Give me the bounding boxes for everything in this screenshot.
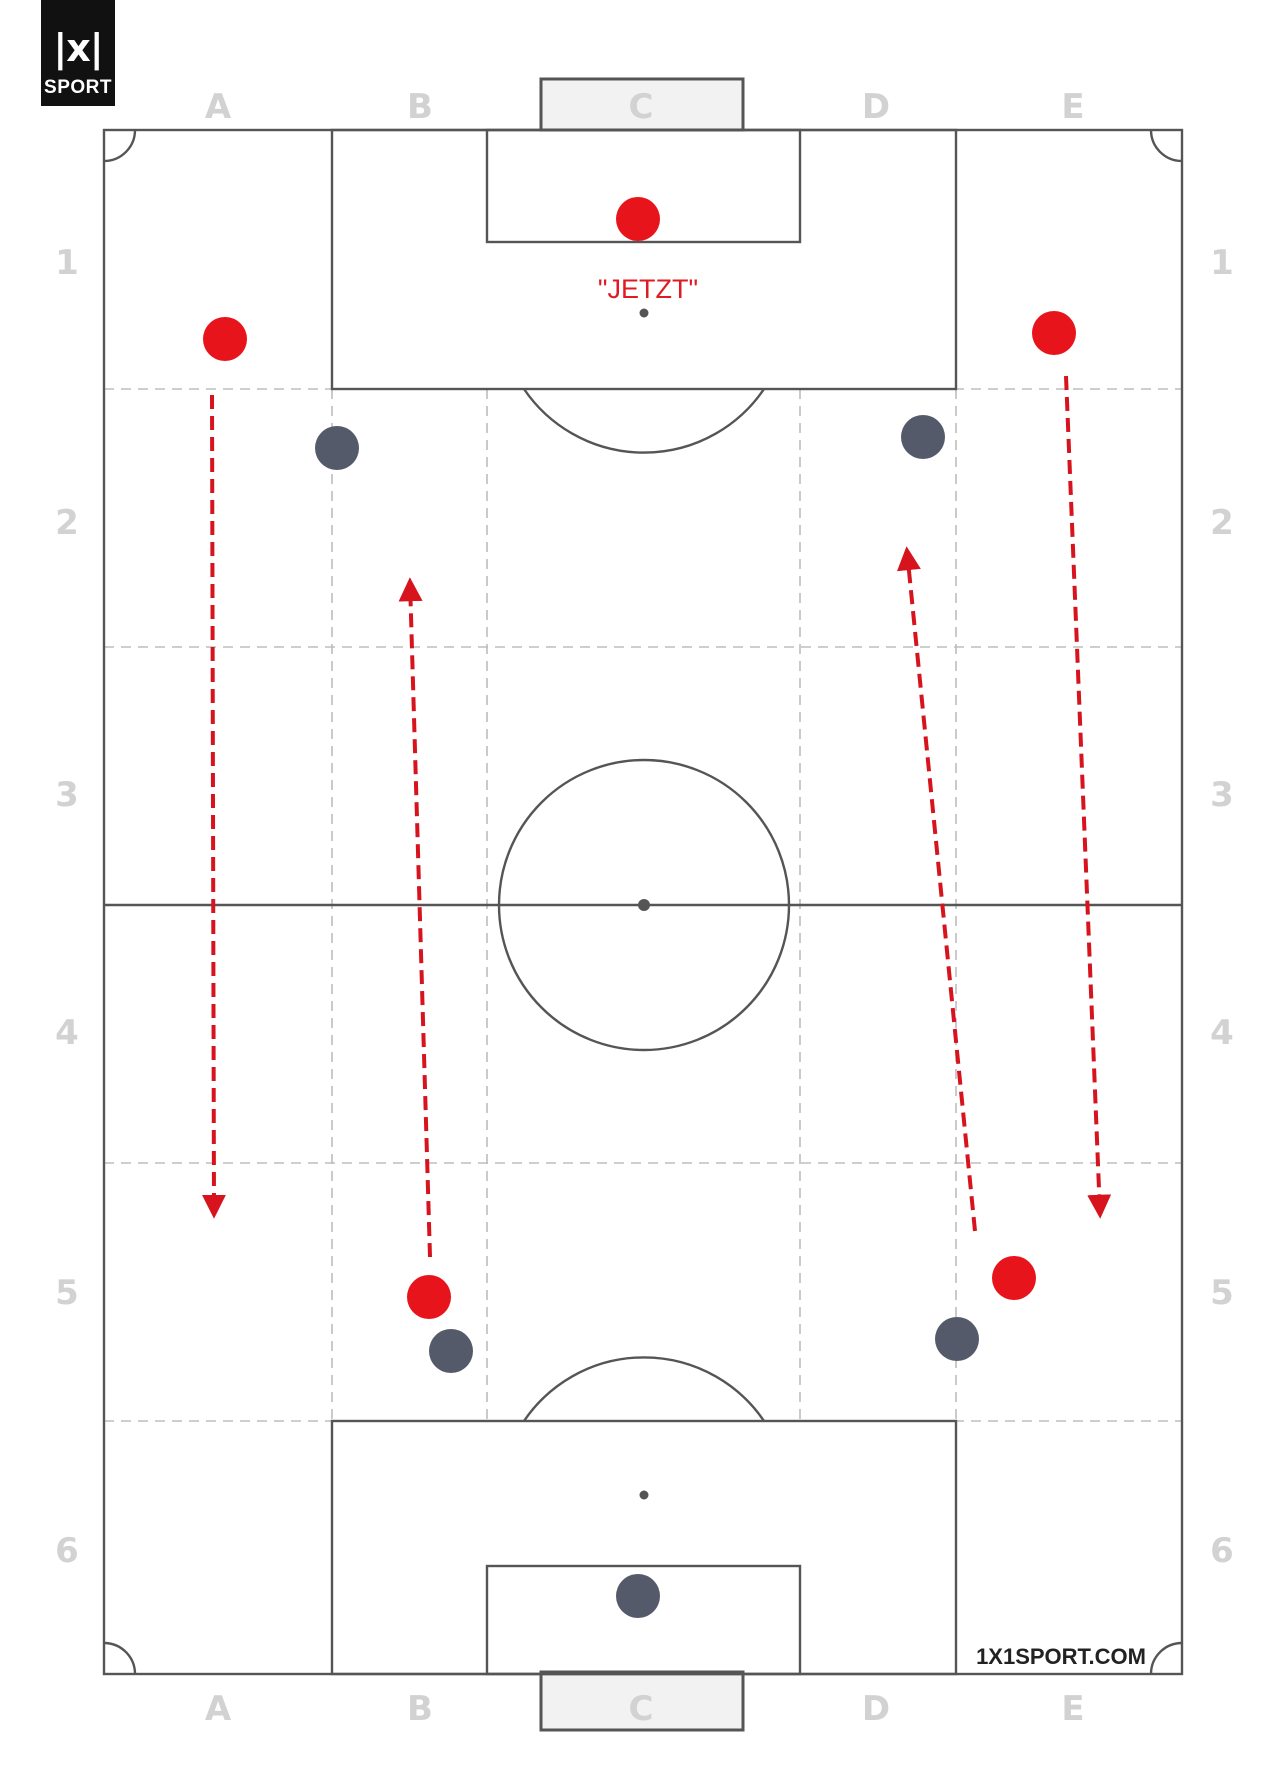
run-arrow-right-wing	[1064, 375, 1112, 1219]
grey-player-goalkeeper	[616, 1574, 660, 1618]
logo-word: SPORT	[44, 77, 112, 98]
grey-player-right-bottom	[935, 1317, 979, 1361]
bottom-goal	[539, 1670, 745, 1732]
pitch-lines	[102, 128, 1184, 1676]
website-label: 1X1SPORT.COM	[976, 1644, 1146, 1669]
row-label-left-5: 5	[55, 1273, 79, 1313]
col-label-top-e: E	[1061, 87, 1084, 127]
row-label-right-2: 2	[1210, 503, 1234, 543]
col-label-top-c: C	[629, 87, 654, 127]
brand-logo: |x| SPORT	[41, 0, 115, 106]
grey-player-right-top	[901, 415, 945, 459]
col-label-bottom-d: D	[862, 1689, 890, 1729]
row-label-left-2: 2	[55, 503, 79, 543]
red-player-right-back	[992, 1256, 1036, 1300]
red-player-goalkeeper	[616, 197, 660, 241]
col-label-bottom-b: B	[407, 1689, 433, 1729]
goalkeeper-callout: "JETZT"	[598, 274, 698, 304]
red-player-left-wing	[203, 317, 247, 361]
row-label-left-4: 4	[55, 1013, 79, 1053]
col-label-top-a: A	[205, 87, 232, 127]
row-label-left-3: 3	[55, 775, 79, 815]
red-player-left-back	[407, 1275, 451, 1319]
run-arrow-left-wing	[201, 394, 226, 1219]
row-label-left-6: 6	[55, 1531, 79, 1571]
row-label-left-1: 1	[55, 243, 79, 283]
center-spot	[638, 899, 650, 911]
grey-player-left-top	[315, 426, 359, 470]
red-player-right-wing	[1032, 311, 1076, 355]
top-penalty-spot	[639, 308, 649, 318]
logo-mark: |x|	[53, 26, 103, 70]
row-label-right-3: 3	[1210, 775, 1234, 815]
grey-player-left-bottom	[429, 1329, 473, 1373]
col-label-top-b: B	[407, 87, 433, 127]
row-label-right-4: 4	[1210, 1013, 1234, 1053]
col-label-bottom-e: E	[1061, 1689, 1084, 1729]
col-label-bottom-a: A	[205, 1689, 232, 1729]
run-arrow-left-back	[398, 577, 432, 1258]
row-label-right-1: 1	[1210, 243, 1234, 283]
col-label-top-d: D	[862, 87, 890, 127]
run-arrow-right-back	[896, 546, 977, 1232]
row-label-right-5: 5	[1210, 1273, 1234, 1313]
bottom-penalty-spot	[639, 1490, 649, 1500]
row-label-right-6: 6	[1210, 1531, 1234, 1571]
top-goal	[539, 77, 745, 132]
col-label-bottom-c: C	[629, 1689, 654, 1729]
